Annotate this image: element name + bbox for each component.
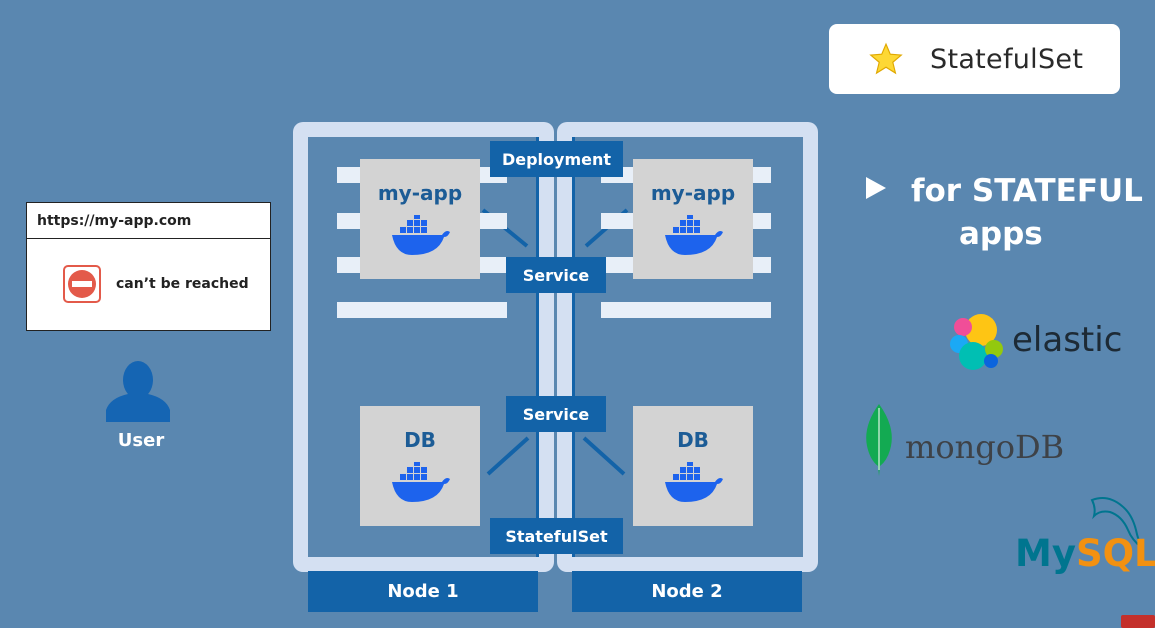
service-bottom-label: Service <box>506 396 606 432</box>
elastic-text: elastic <box>1012 320 1123 360</box>
mongodb-text: mongoDB <box>905 428 1065 466</box>
container-name: DB <box>677 428 709 452</box>
node2-db-container: DB <box>633 406 753 526</box>
mysql-text: MySQL <box>1015 532 1155 575</box>
elastic-logo-icon <box>950 314 1003 370</box>
stripe <box>601 302 771 318</box>
docker-icon <box>665 215 723 255</box>
star-icon <box>869 42 903 75</box>
stripe <box>337 302 507 318</box>
stateful-description: for STATEFUL apps <box>866 170 1143 256</box>
stateful-line1: for STATEFUL <box>911 173 1143 209</box>
connection-line <box>486 436 530 476</box>
docker-icon <box>392 462 450 502</box>
mongodb-leaf-icon <box>866 404 892 476</box>
docker-icon <box>392 215 450 255</box>
deployment-label: Deployment <box>490 141 623 177</box>
title-card: StatefulSet <box>829 24 1120 94</box>
node2-app-container: my-app <box>633 159 753 279</box>
service-top-label: Service <box>506 257 606 293</box>
stateful-line2: apps <box>959 216 1043 252</box>
node1-db-container: DB <box>360 406 480 526</box>
browser-window: https://my-app.com can’t be reached <box>26 202 271 331</box>
error-message: can’t be reached <box>63 265 270 303</box>
user-label: User <box>117 430 165 451</box>
error-text: can’t be reached <box>116 276 249 292</box>
container-name: DB <box>404 428 436 452</box>
statefulset-label: StatefulSet <box>490 518 623 554</box>
node2-frame <box>557 122 818 572</box>
node1-label: Node 1 <box>308 571 538 612</box>
connection-line <box>582 436 626 476</box>
container-name: my-app <box>650 181 736 205</box>
mysql-my: My <box>1015 532 1076 575</box>
title-text: StatefulSet <box>930 43 1084 75</box>
docker-icon <box>665 462 723 502</box>
node1-frame <box>293 122 554 572</box>
node1-app-container: my-app <box>360 159 480 279</box>
container-name: my-app <box>377 181 463 205</box>
url-bar: https://my-app.com <box>27 203 270 239</box>
play-icon <box>866 177 886 199</box>
mysql-dolphin-icon <box>1090 497 1143 549</box>
node2-label: Node 2 <box>572 571 802 612</box>
no-entry-icon <box>63 265 101 303</box>
mysql-sql: SQL <box>1075 532 1155 575</box>
subscribe-badge[interactable] <box>1121 615 1155 628</box>
user-icon <box>106 361 170 422</box>
